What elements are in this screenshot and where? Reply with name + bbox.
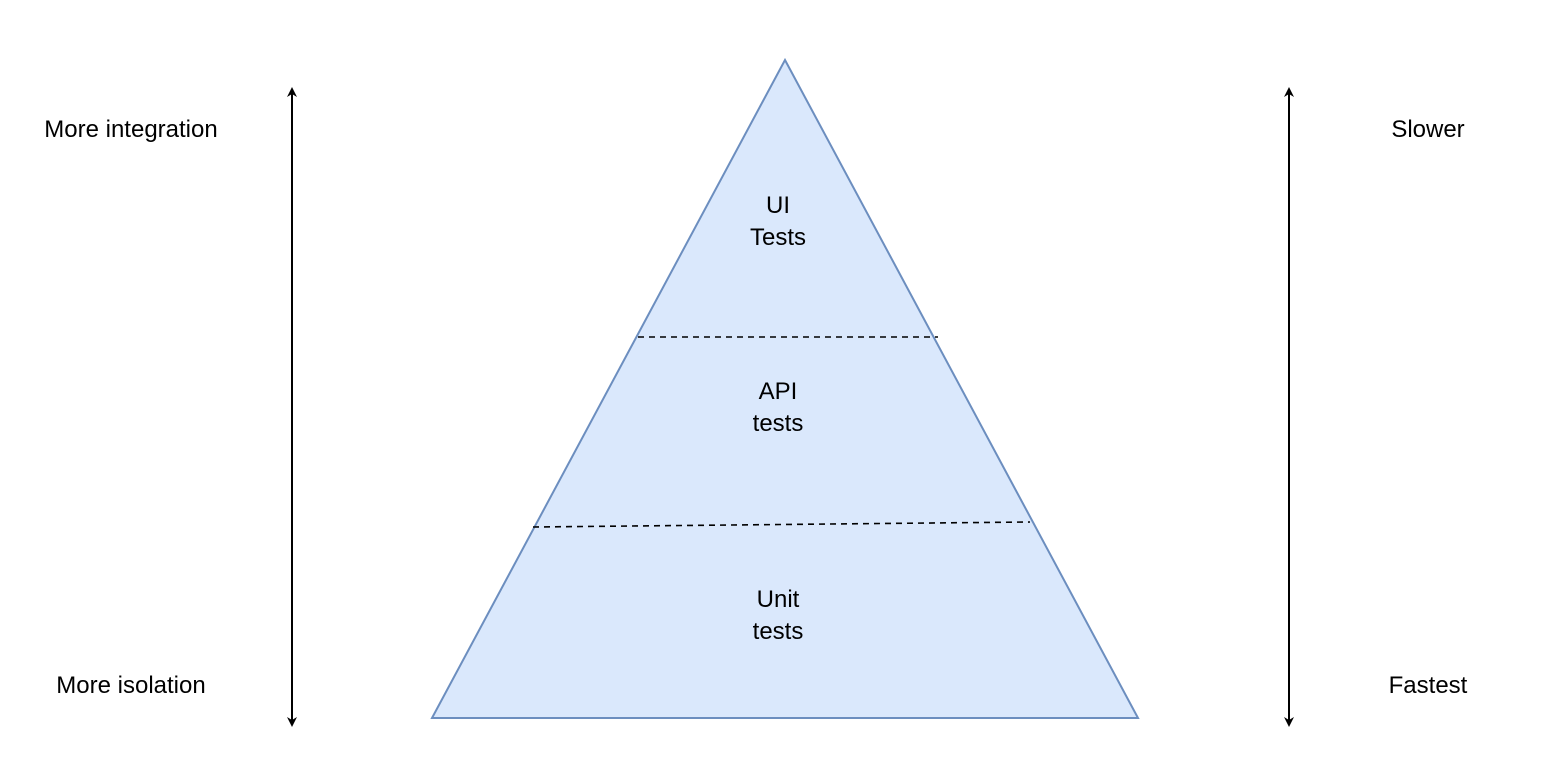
layer-api-label: API tests (678, 376, 878, 440)
layer-api-line2: tests (752, 410, 804, 437)
layer-ui-label: UI Tests (678, 190, 878, 254)
layer-unit-line2: tests (752, 618, 804, 645)
layer-ui-line1: UI (766, 192, 790, 219)
right-top-label: Slower (1391, 116, 1465, 143)
layer-unit-line1: Unit (756, 586, 800, 613)
layer-api-line1: API (758, 378, 798, 405)
left-top-label: More integration (44, 116, 218, 143)
right-bottom-label: Fastest (1388, 672, 1468, 699)
layer-ui-line2: Tests (749, 224, 806, 251)
layer-unit-label: Unit tests (678, 584, 878, 648)
divider-api-unit (532, 521, 1031, 528)
pyramid-triangle (430, 57, 1140, 719)
left-bottom-label: More isolation (56, 672, 206, 699)
